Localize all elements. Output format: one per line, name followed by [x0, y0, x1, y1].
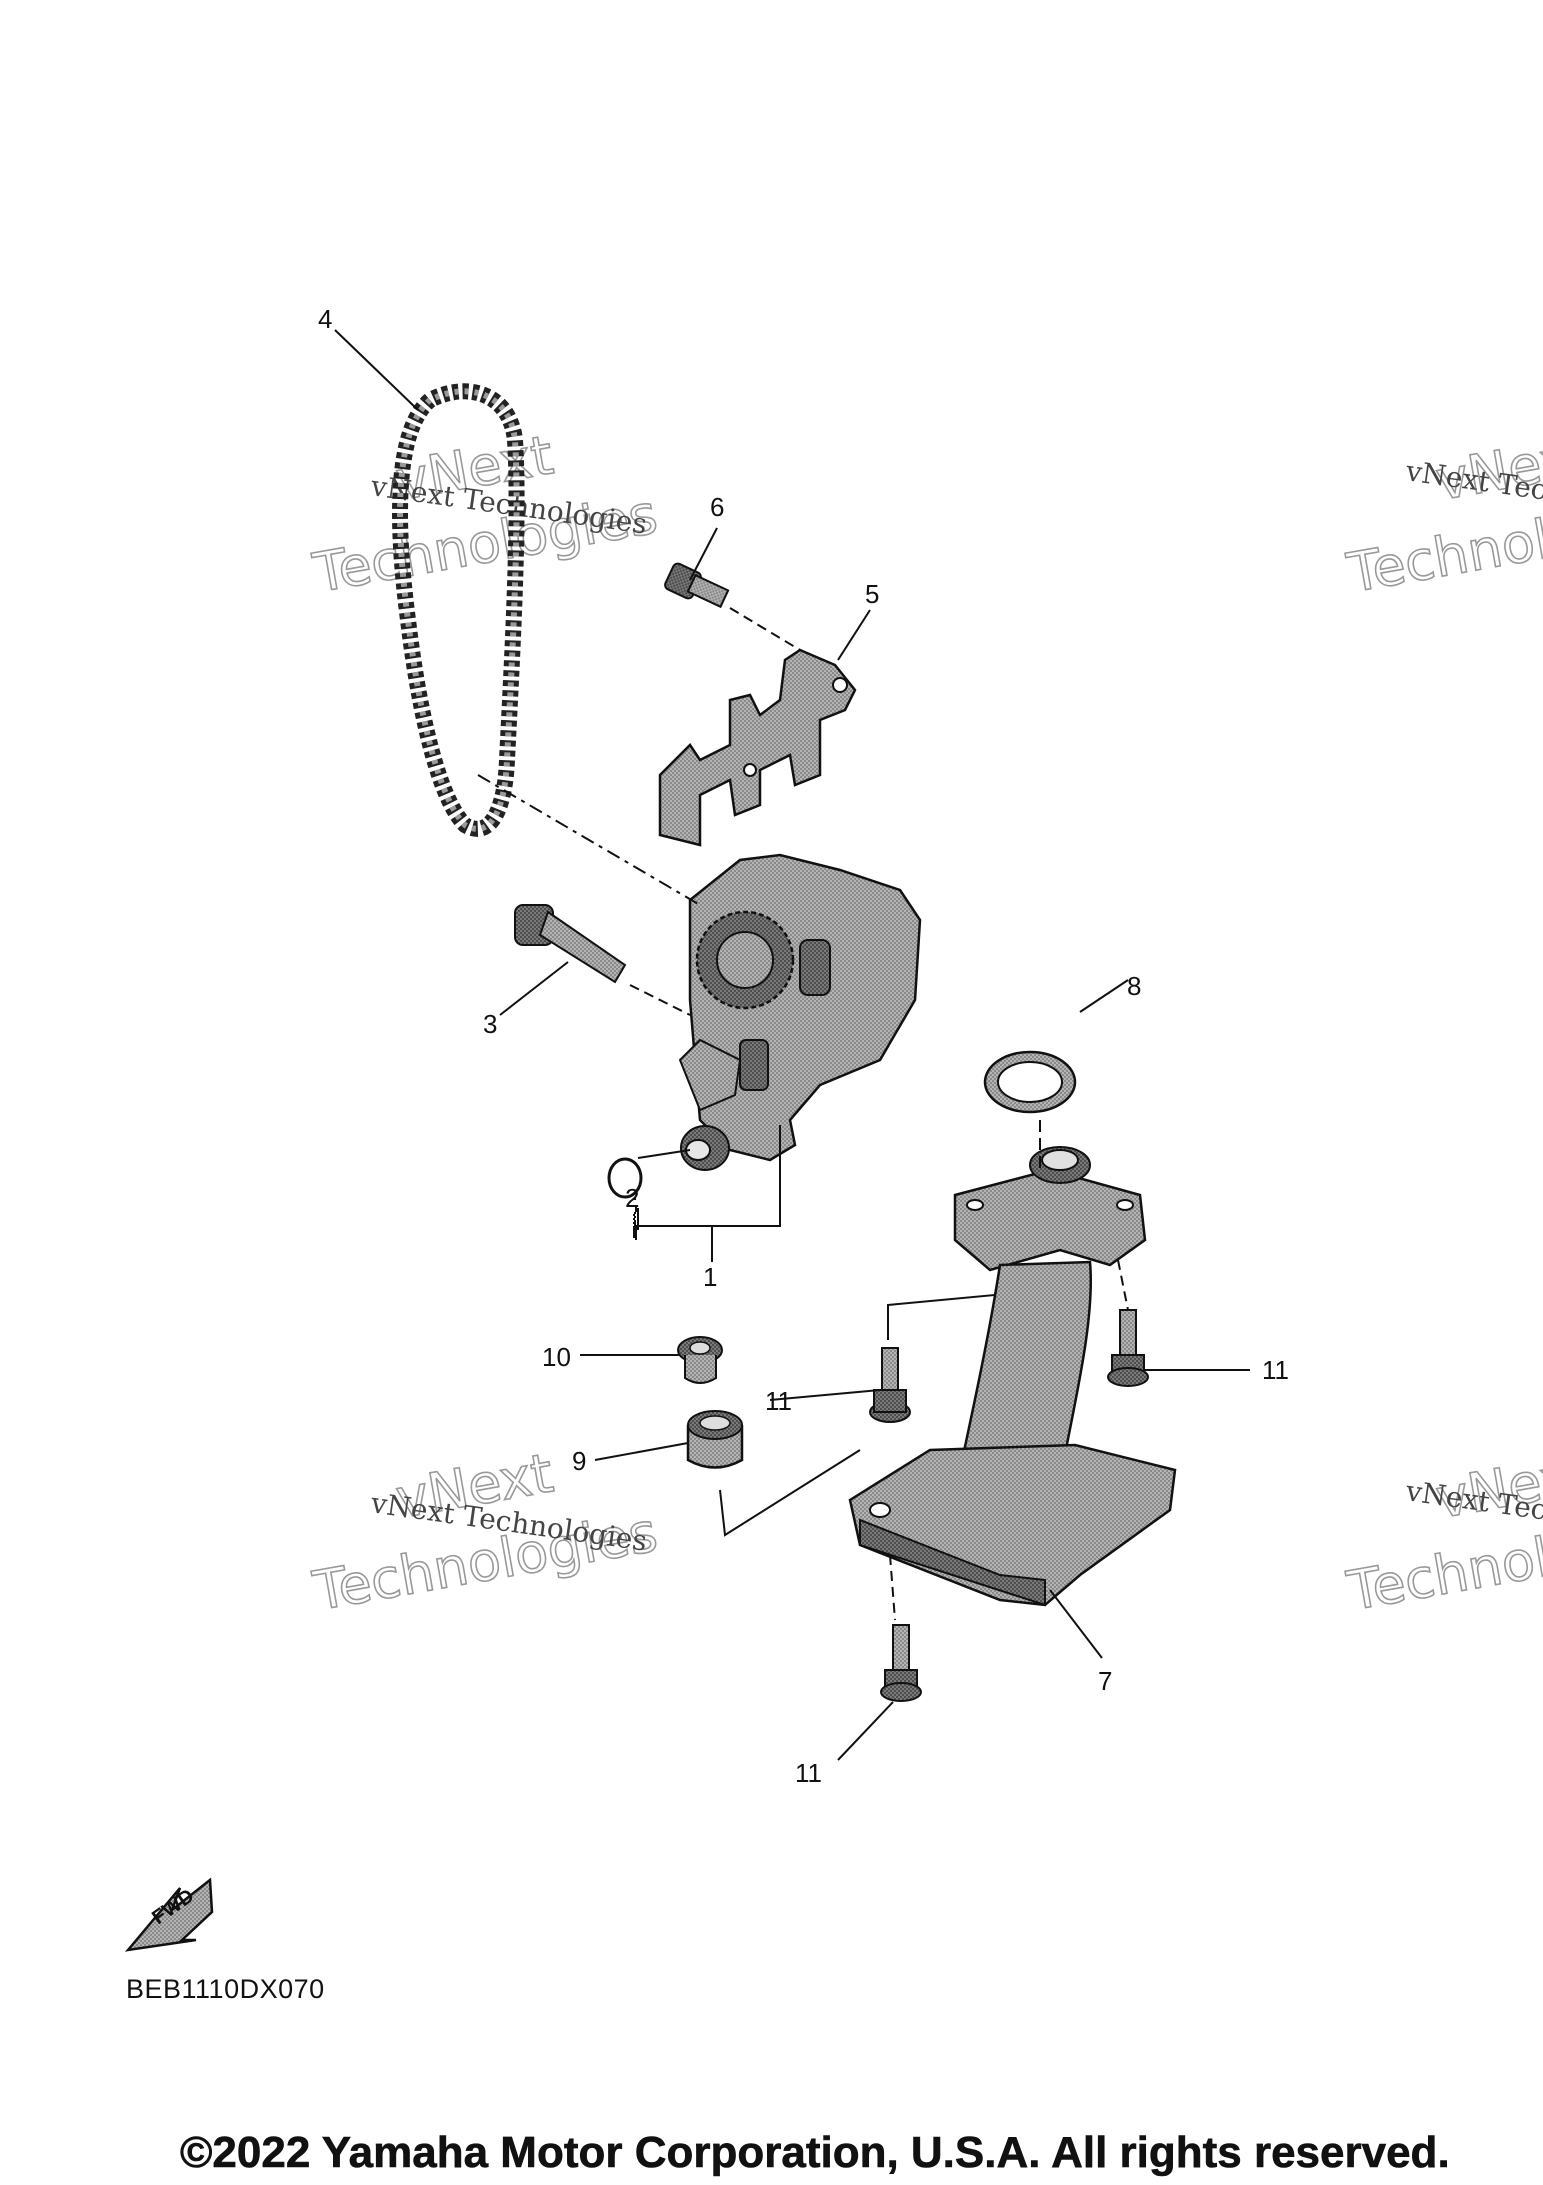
watermark-bottom-right: vNext Technologies vNext Technologies: [1342, 1441, 1543, 1624]
copyright-notice: ©2022 Yamaha Motor Corporation, U.S.A. A…: [180, 2128, 1450, 2178]
callout-7[interactable]: 7: [1098, 1666, 1112, 1696]
callout-11-c[interactable]: 11: [795, 1758, 822, 1788]
part-1-oil-pump[interactable]: [678, 853, 922, 1171]
callout-8[interactable]: 8: [1127, 971, 1141, 1001]
leader-lines: [334, 329, 1250, 1761]
part-4-chain[interactable]: [392, 383, 525, 837]
part-8-gasket[interactable]: [983, 1050, 1077, 1114]
part-7-strainer-pipe[interactable]: [848, 1146, 1177, 1607]
callout-3[interactable]: 3: [483, 1009, 497, 1039]
part-2-o-ring[interactable]: [607, 1157, 643, 1199]
watermark-top-right: vNext Technologies vNext Technologies: [1342, 423, 1543, 606]
callout-5[interactable]: 5: [865, 579, 879, 609]
callout-10[interactable]: 10: [542, 1342, 571, 1372]
part-5-chain-guide[interactable]: [658, 648, 857, 847]
part-9-collar[interactable]: [686, 1410, 744, 1469]
part-10-bush[interactable]: [677, 1336, 723, 1384]
watermark-bottom-left: vNext Technologies vNext Technologies: [308, 1441, 663, 1624]
callout-9[interactable]: 9: [572, 1446, 586, 1476]
diagram-code: BEB1110DX070: [126, 1974, 325, 2004]
callout-1[interactable]: 1: [703, 1262, 717, 1292]
callouts: 4 6 5 3 8 2 1 10 11 11 9 7 11: [318, 304, 1289, 1788]
part-6-bolt[interactable]: [663, 562, 730, 609]
callout-6[interactable]: 6: [710, 492, 724, 522]
callout-11-b[interactable]: 11: [1262, 1355, 1289, 1385]
part-11-bolt-c[interactable]: [880, 1624, 922, 1702]
fwd-arrow-icon: FWD: [124, 1877, 214, 1952]
watermark-top-left: vNext Technologies vNext Technologies: [308, 423, 663, 606]
part-11-bolt-b[interactable]: [1107, 1309, 1149, 1387]
callout-4[interactable]: 4: [318, 304, 332, 334]
callout-2[interactable]: 2: [625, 1183, 639, 1213]
part-11-bolt-a[interactable]: [869, 1347, 911, 1423]
callout-11-a[interactable]: 11: [765, 1386, 792, 1416]
part-3-bolt[interactable]: [514, 904, 627, 984]
